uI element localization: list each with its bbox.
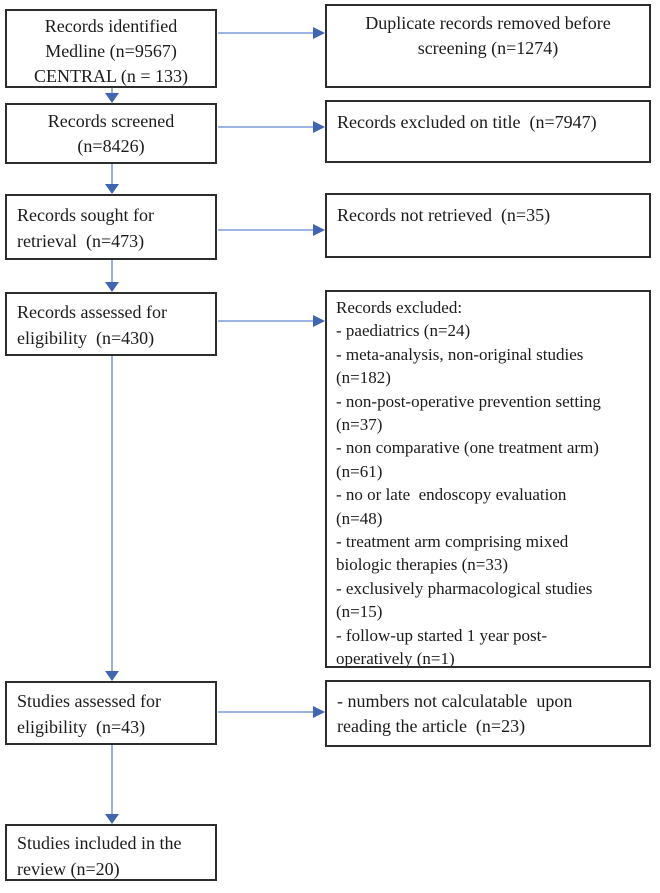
arrow-head-icon bbox=[313, 121, 325, 133]
box-text-line: retrieval (n=473) bbox=[17, 231, 145, 251]
box-text-line: (n=8426) bbox=[77, 136, 145, 156]
box-text-line: Records sought for bbox=[17, 205, 154, 225]
box-text-line: - no or late endoscopy evaluation bbox=[336, 485, 567, 505]
box-text-line: Studies assessed for bbox=[17, 691, 161, 711]
arrow-head-icon bbox=[313, 224, 325, 236]
arrow-assessed-to-studies-assessed bbox=[105, 356, 119, 681]
arrow-screened-to-excluded-title bbox=[218, 121, 325, 133]
box-text-line: - treatment arm comprising mixed bbox=[336, 532, 569, 552]
arrow-screened-to-sought bbox=[105, 164, 119, 194]
box-text-line: Records excluded: bbox=[336, 298, 463, 317]
box-text-line: - numbers not calculatable upon bbox=[337, 691, 573, 711]
arrow-identified-to-screened bbox=[105, 88, 119, 103]
box-text-line: Records screened bbox=[47, 111, 175, 131]
box-text-line: Records excluded on title (n=7947) bbox=[337, 112, 597, 132]
flow-box-records-screened: Records screened (n=8426) bbox=[5, 103, 217, 164]
box-text-line: Studies included in the bbox=[17, 833, 182, 853]
arrow-sought-to-assessed bbox=[105, 260, 119, 292]
box-text-line: - exclusively pharmacological studies bbox=[336, 578, 593, 598]
flow-box-numbers-not-calculatable: - numbers not calculatable upon reading … bbox=[325, 680, 651, 747]
box-text-line: - non-post-operative prevention setting bbox=[336, 391, 601, 411]
arrow-head-icon bbox=[105, 93, 119, 103]
flow-box-studies-assessed-eligibility: Studies assessed for eligibility (n=43) bbox=[5, 681, 217, 745]
arrow-head-icon bbox=[105, 282, 119, 292]
box-text-line: (n=15) bbox=[336, 602, 383, 622]
arrow-studies-assessed-to-included bbox=[105, 745, 119, 824]
arrow-studies-assessed-to-not-calculatable bbox=[218, 706, 325, 718]
flow-box-records-excluded-reasons: Records excluded: - paediatrics (n=24) -… bbox=[325, 290, 651, 668]
box-text-line: Records not retrieved (n=35) bbox=[337, 205, 551, 225]
box-text-line: Medline (n=9567) bbox=[45, 41, 177, 61]
arrow-head-icon bbox=[105, 671, 119, 681]
box-text-line: - paediatrics (n=24) bbox=[336, 321, 471, 341]
box-text-line: reading the article (n=23) bbox=[337, 716, 526, 736]
box-text-line: CENTRAL (n = 133) bbox=[34, 66, 188, 86]
box-text-line: - non comparative (one treatment arm) bbox=[336, 438, 599, 458]
box-text-line: Duplicate records removed before bbox=[365, 13, 611, 33]
arrow-head-icon bbox=[313, 27, 325, 39]
box-text-line: operatively (n=1) bbox=[336, 649, 455, 668]
flow-box-records-assessed-eligibility: Records assessed for eligibility (n=430) bbox=[5, 292, 217, 356]
box-text-line: (n=61) bbox=[336, 461, 383, 481]
box-text-line: eligibility (n=43) bbox=[17, 717, 146, 737]
box-text-line: review (n=20) bbox=[17, 859, 120, 879]
box-text-line: - follow-up started 1 year post- bbox=[336, 625, 548, 645]
box-text-line: - meta-analysis, non-original studies bbox=[336, 344, 584, 364]
box-text-line: Records assessed for bbox=[17, 302, 167, 322]
arrow-head-icon bbox=[105, 814, 119, 824]
flow-box-studies-included-review: Studies included in the review (n=20) bbox=[5, 824, 217, 881]
flow-box-duplicates-removed: Duplicate records removed before screeni… bbox=[325, 4, 651, 88]
box-text-line: eligibility (n=430) bbox=[17, 328, 155, 348]
box-text-line: screening (n=1274) bbox=[417, 38, 559, 58]
arrow-head-icon bbox=[313, 315, 325, 327]
box-text-line: (n=182) bbox=[336, 368, 391, 388]
arrow-identified-to-duplicates bbox=[218, 27, 325, 39]
arrow-head-icon bbox=[105, 184, 119, 194]
flow-box-records-not-retrieved: Records not retrieved (n=35) bbox=[325, 193, 651, 258]
arrow-head-icon bbox=[313, 706, 325, 718]
arrow-assessed-to-excluded-reasons bbox=[218, 315, 325, 327]
flow-box-records-identified: Records identified Medline (n=9567) CENT… bbox=[5, 9, 217, 88]
box-text-line: Records identified bbox=[44, 16, 178, 36]
box-text-line: (n=48) bbox=[336, 508, 383, 528]
flow-box-excluded-on-title: Records excluded on title (n=7947) bbox=[325, 100, 651, 163]
box-text-line: biologic therapies (n=33) bbox=[336, 555, 508, 575]
arrow-sought-to-not-retrieved bbox=[218, 224, 325, 236]
box-text-line: (n=37) bbox=[336, 415, 383, 435]
flow-box-records-sought-retrieval: Records sought for retrieval (n=473) bbox=[5, 194, 217, 260]
